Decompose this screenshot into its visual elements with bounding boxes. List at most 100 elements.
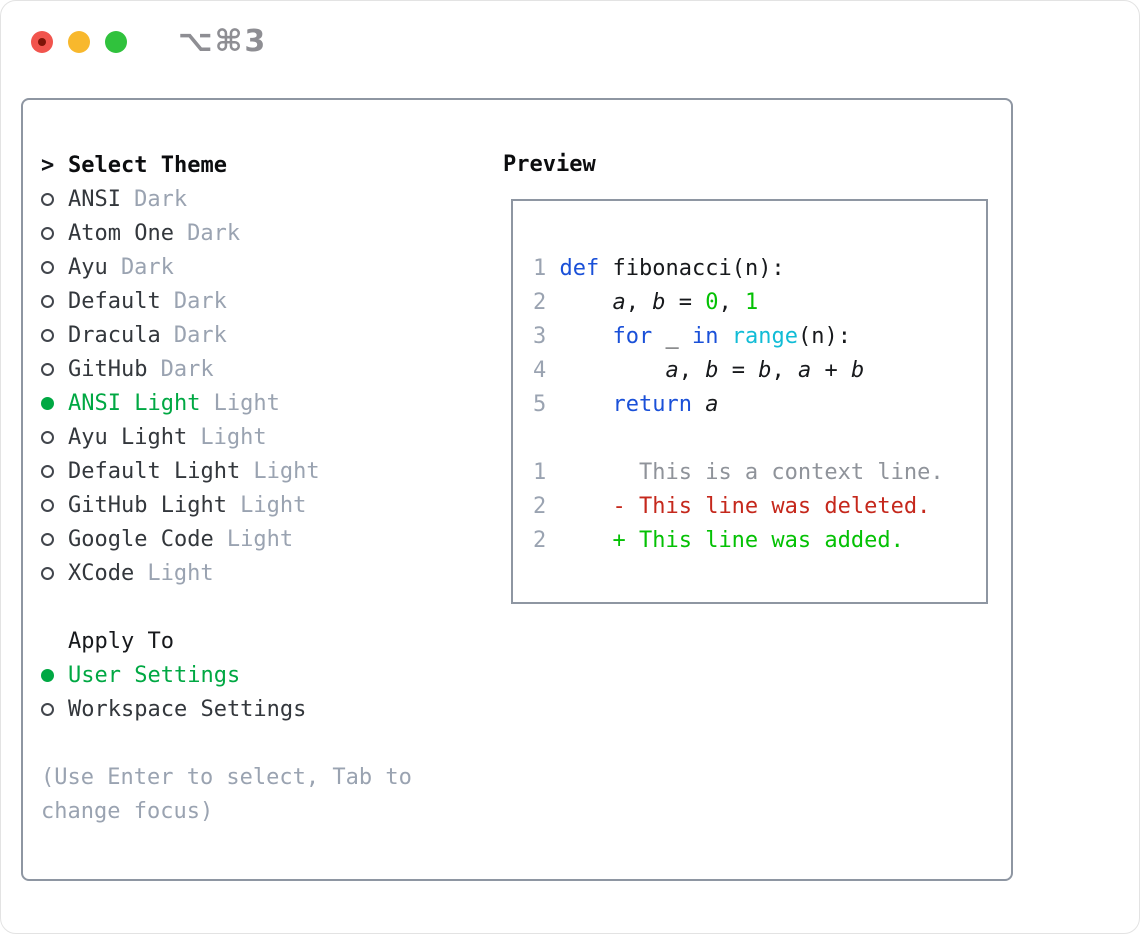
theme-variant-tag: Dark [173, 322, 227, 348]
theme-variant-tag: Dark [187, 220, 241, 246]
theme-name: Ayu Light [68, 424, 188, 450]
code-line: 2 + This line was added. [533, 524, 986, 558]
code-token: _ [652, 324, 692, 349]
code-token: b [705, 358, 719, 383]
radio-icon [41, 430, 54, 444]
line-number: 5 [533, 392, 560, 417]
apply-option-name: User Settings [68, 662, 241, 688]
code-token [692, 392, 705, 417]
radio-marker [41, 498, 68, 512]
code-token: This is a context line. [559, 460, 944, 485]
theme-option[interactable]: Ayu Light Light [41, 420, 412, 454]
apply-to-option[interactable]: User Settings [41, 658, 412, 692]
radio-icon [41, 226, 54, 240]
code-token: + [811, 358, 851, 383]
preview-column: Preview 1 def fibonacci(n): 2 a, b = 0, 1… [503, 148, 988, 604]
code-token: = [718, 358, 759, 383]
code-token: range [731, 324, 798, 349]
preview-title: Preview [503, 152, 596, 177]
code-token [560, 324, 613, 349]
code-token: 1 [744, 290, 759, 315]
theme-variant-tag: Light [147, 560, 214, 586]
line-number: 1 [533, 256, 560, 281]
window-title: ⌥⌘3 [178, 24, 268, 59]
code-token [718, 324, 731, 349]
apply-to-option[interactable]: Workspace Settings [41, 692, 412, 726]
code-token: a [612, 290, 626, 315]
radio-icon [41, 702, 54, 716]
code-token: a [797, 358, 812, 383]
theme-option[interactable]: XCode Light [41, 556, 412, 590]
close-button[interactable] [31, 31, 53, 53]
theme-variant-tag: Light [253, 458, 320, 484]
radio-icon [41, 192, 54, 206]
code-token: def [559, 256, 600, 281]
help-line: change focus) [41, 798, 214, 824]
radio-marker [41, 668, 68, 682]
radio-icon [41, 464, 54, 478]
theme-variant-tag: Dark [134, 186, 188, 212]
theme-option[interactable]: Default Dark [41, 284, 412, 318]
code-token: for [612, 324, 653, 349]
code-token: , [718, 290, 745, 315]
radio-icon [41, 668, 54, 682]
select-theme-title: Select Theme [68, 152, 227, 178]
theme-selector-column: > Select Theme ANSI Dark Atom One Dark A… [41, 148, 412, 828]
code-token: a [705, 392, 719, 417]
theme-name: Default [68, 288, 161, 314]
radio-icon [41, 396, 54, 410]
spacer [41, 590, 412, 624]
theme-option[interactable]: Atom One Dark [41, 216, 412, 250]
code-token: 0 [705, 290, 719, 315]
theme-option[interactable]: Dracula Dark [41, 318, 412, 352]
code-token: , [678, 358, 706, 383]
theme-option[interactable]: Ayu Dark [41, 250, 412, 284]
theme-variant-tag: Light [226, 526, 294, 552]
apply-to-list: User Settings Workspace Settings [41, 658, 412, 726]
theme-name: Default Light [68, 458, 241, 484]
theme-option[interactable]: Google Code Light [41, 522, 412, 556]
code-token: b [850, 358, 865, 383]
cursor-icon: > [41, 152, 55, 178]
radio-marker [41, 260, 68, 274]
theme-option[interactable]: Default Light Light [41, 454, 412, 488]
line-number: 1 [533, 460, 560, 485]
radio-marker [41, 566, 68, 580]
code-token: return [612, 392, 692, 417]
radio-marker [41, 532, 68, 546]
code-token: - This line was deleted. [559, 494, 931, 519]
radio-icon [41, 498, 54, 512]
theme-option[interactable]: ANSI Dark [41, 182, 412, 216]
radio-marker [41, 328, 68, 342]
minimize-button[interactable] [68, 31, 90, 53]
code-line: 2 a, b = 0, 1 [533, 286, 986, 320]
radio-marker [41, 430, 68, 444]
apply-to-header: Apply To [41, 624, 412, 658]
code-line: 3 for _ in range(n): [533, 320, 986, 354]
line-number: 2 [533, 290, 560, 315]
theme-option[interactable]: GitHub Dark [41, 352, 412, 386]
zoom-button[interactable] [105, 31, 127, 53]
theme-name: Dracula [68, 322, 161, 348]
code-token: fibonacci(n): [599, 256, 785, 281]
theme-option[interactable]: ANSI Light Light [41, 386, 412, 420]
code-line: 5 return a [533, 388, 986, 422]
theme-variant-tag: Light [240, 492, 307, 518]
radio-marker [41, 464, 68, 478]
radio-marker [41, 362, 68, 376]
line-number: 4 [533, 358, 560, 383]
apply-option-name: Workspace Settings [68, 696, 307, 722]
theme-name: GitHub [68, 356, 148, 382]
radio-marker [41, 192, 68, 206]
code-line: 4 a, b = b, a + b [533, 354, 986, 388]
code-token: b [652, 290, 666, 315]
code-token: a [665, 358, 679, 383]
theme-option[interactable]: GitHub Light Light [41, 488, 412, 522]
line-number: 2 [533, 494, 560, 519]
theme-variant-tag: Light [213, 390, 280, 416]
code-token: + This line was added. [559, 528, 904, 553]
code-line: 1 This is a context line. [533, 456, 986, 490]
theme-name: GitHub Light [68, 492, 227, 518]
